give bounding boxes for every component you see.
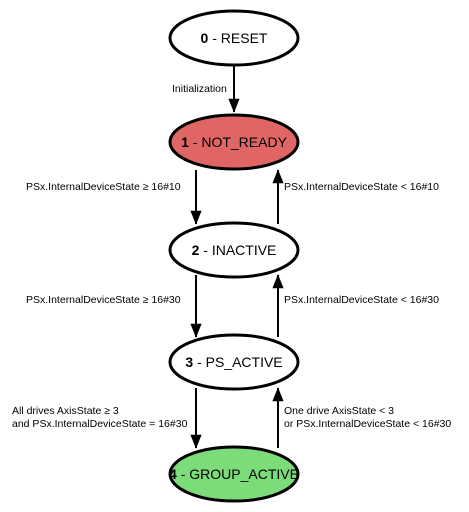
state-inactive: 2 - INACTIVE <box>168 221 300 279</box>
label-inactive-to-ps-active: PSx.InternalDeviceState ≥ 16#30 <box>26 294 181 306</box>
label-group-active-to-ps-active: One drive AxisState < 3 or PSx.InternalD… <box>284 405 451 430</box>
state-group-active-number: 4 <box>169 466 177 482</box>
label-ps-active-to-group-active-line-2: and PSx.InternalDeviceState = 16#30 <box>12 418 188 430</box>
label-ps-active-to-inactive: PSx.InternalDeviceState < 16#30 <box>284 294 439 306</box>
state-not-ready-shape <box>168 113 300 171</box>
label-not-ready-to-inactive: PSx.InternalDeviceState ≥ 16#10 <box>26 181 181 193</box>
state-group-active-name: GROUP_ACTIVE <box>189 466 299 482</box>
label-initialization: Initialization <box>172 83 227 95</box>
label-ps-active-to-group-active: All drives AxisState ≥ 3 and PSx.Interna… <box>12 405 188 430</box>
state-ps-active: 3 - PS_ACTIVE <box>168 333 300 391</box>
label-ps-active-to-group-active-line-1: All drives AxisState ≥ 3 <box>12 405 119 417</box>
state-not-ready: 1 - NOT_READY <box>168 113 300 171</box>
state-ps-active-label: 3 - PS_ACTIVE <box>185 354 282 370</box>
state-reset-shape <box>168 9 300 67</box>
state-group-active-shape <box>168 445 300 503</box>
state-inactive-shape <box>168 221 300 279</box>
state-ps-active-shape <box>168 333 300 391</box>
state-group-active-separator: - <box>177 466 189 482</box>
state-reset-label: 0 - RESET <box>201 30 268 46</box>
state-ps-active-number: 3 <box>185 354 193 370</box>
state-not-ready-separator: - <box>189 134 201 150</box>
state-inactive-label: 2 - INACTIVE <box>192 242 277 258</box>
state-reset-separator: - <box>208 30 220 46</box>
state-not-ready-name: NOT_READY <box>201 134 287 150</box>
state-reset-number: 0 <box>201 30 209 46</box>
state-reset-name: RESET <box>221 30 268 46</box>
state-inactive-separator: - <box>199 242 211 258</box>
label-group-active-to-ps-active-line-1: One drive AxisState < 3 <box>284 405 394 417</box>
state-inactive-number: 2 <box>192 242 200 258</box>
state-not-ready-label: 1 - NOT_READY <box>181 134 287 150</box>
state-group-active: 4 - GROUP_ACTIVE <box>168 445 300 503</box>
state-inactive-name: INACTIVE <box>212 242 277 258</box>
label-group-active-to-ps-active-line-2: or PSx.InternalDeviceState < 16#30 <box>284 418 451 430</box>
state-ps-active-separator: - <box>193 354 205 370</box>
state-ps-active-name: PS_ACTIVE <box>206 354 283 370</box>
state-not-ready-number: 1 <box>181 134 189 150</box>
transitions <box>190 66 284 449</box>
state-reset: 0 - RESET <box>168 9 300 67</box>
label-inactive-to-not-ready: PSx.InternalDeviceState < 16#10 <box>284 181 439 193</box>
transition-labels: Initialization PSx.InternalDeviceState ≥… <box>12 83 451 430</box>
state-group-active-label: 4 - GROUP_ACTIVE <box>169 466 299 482</box>
